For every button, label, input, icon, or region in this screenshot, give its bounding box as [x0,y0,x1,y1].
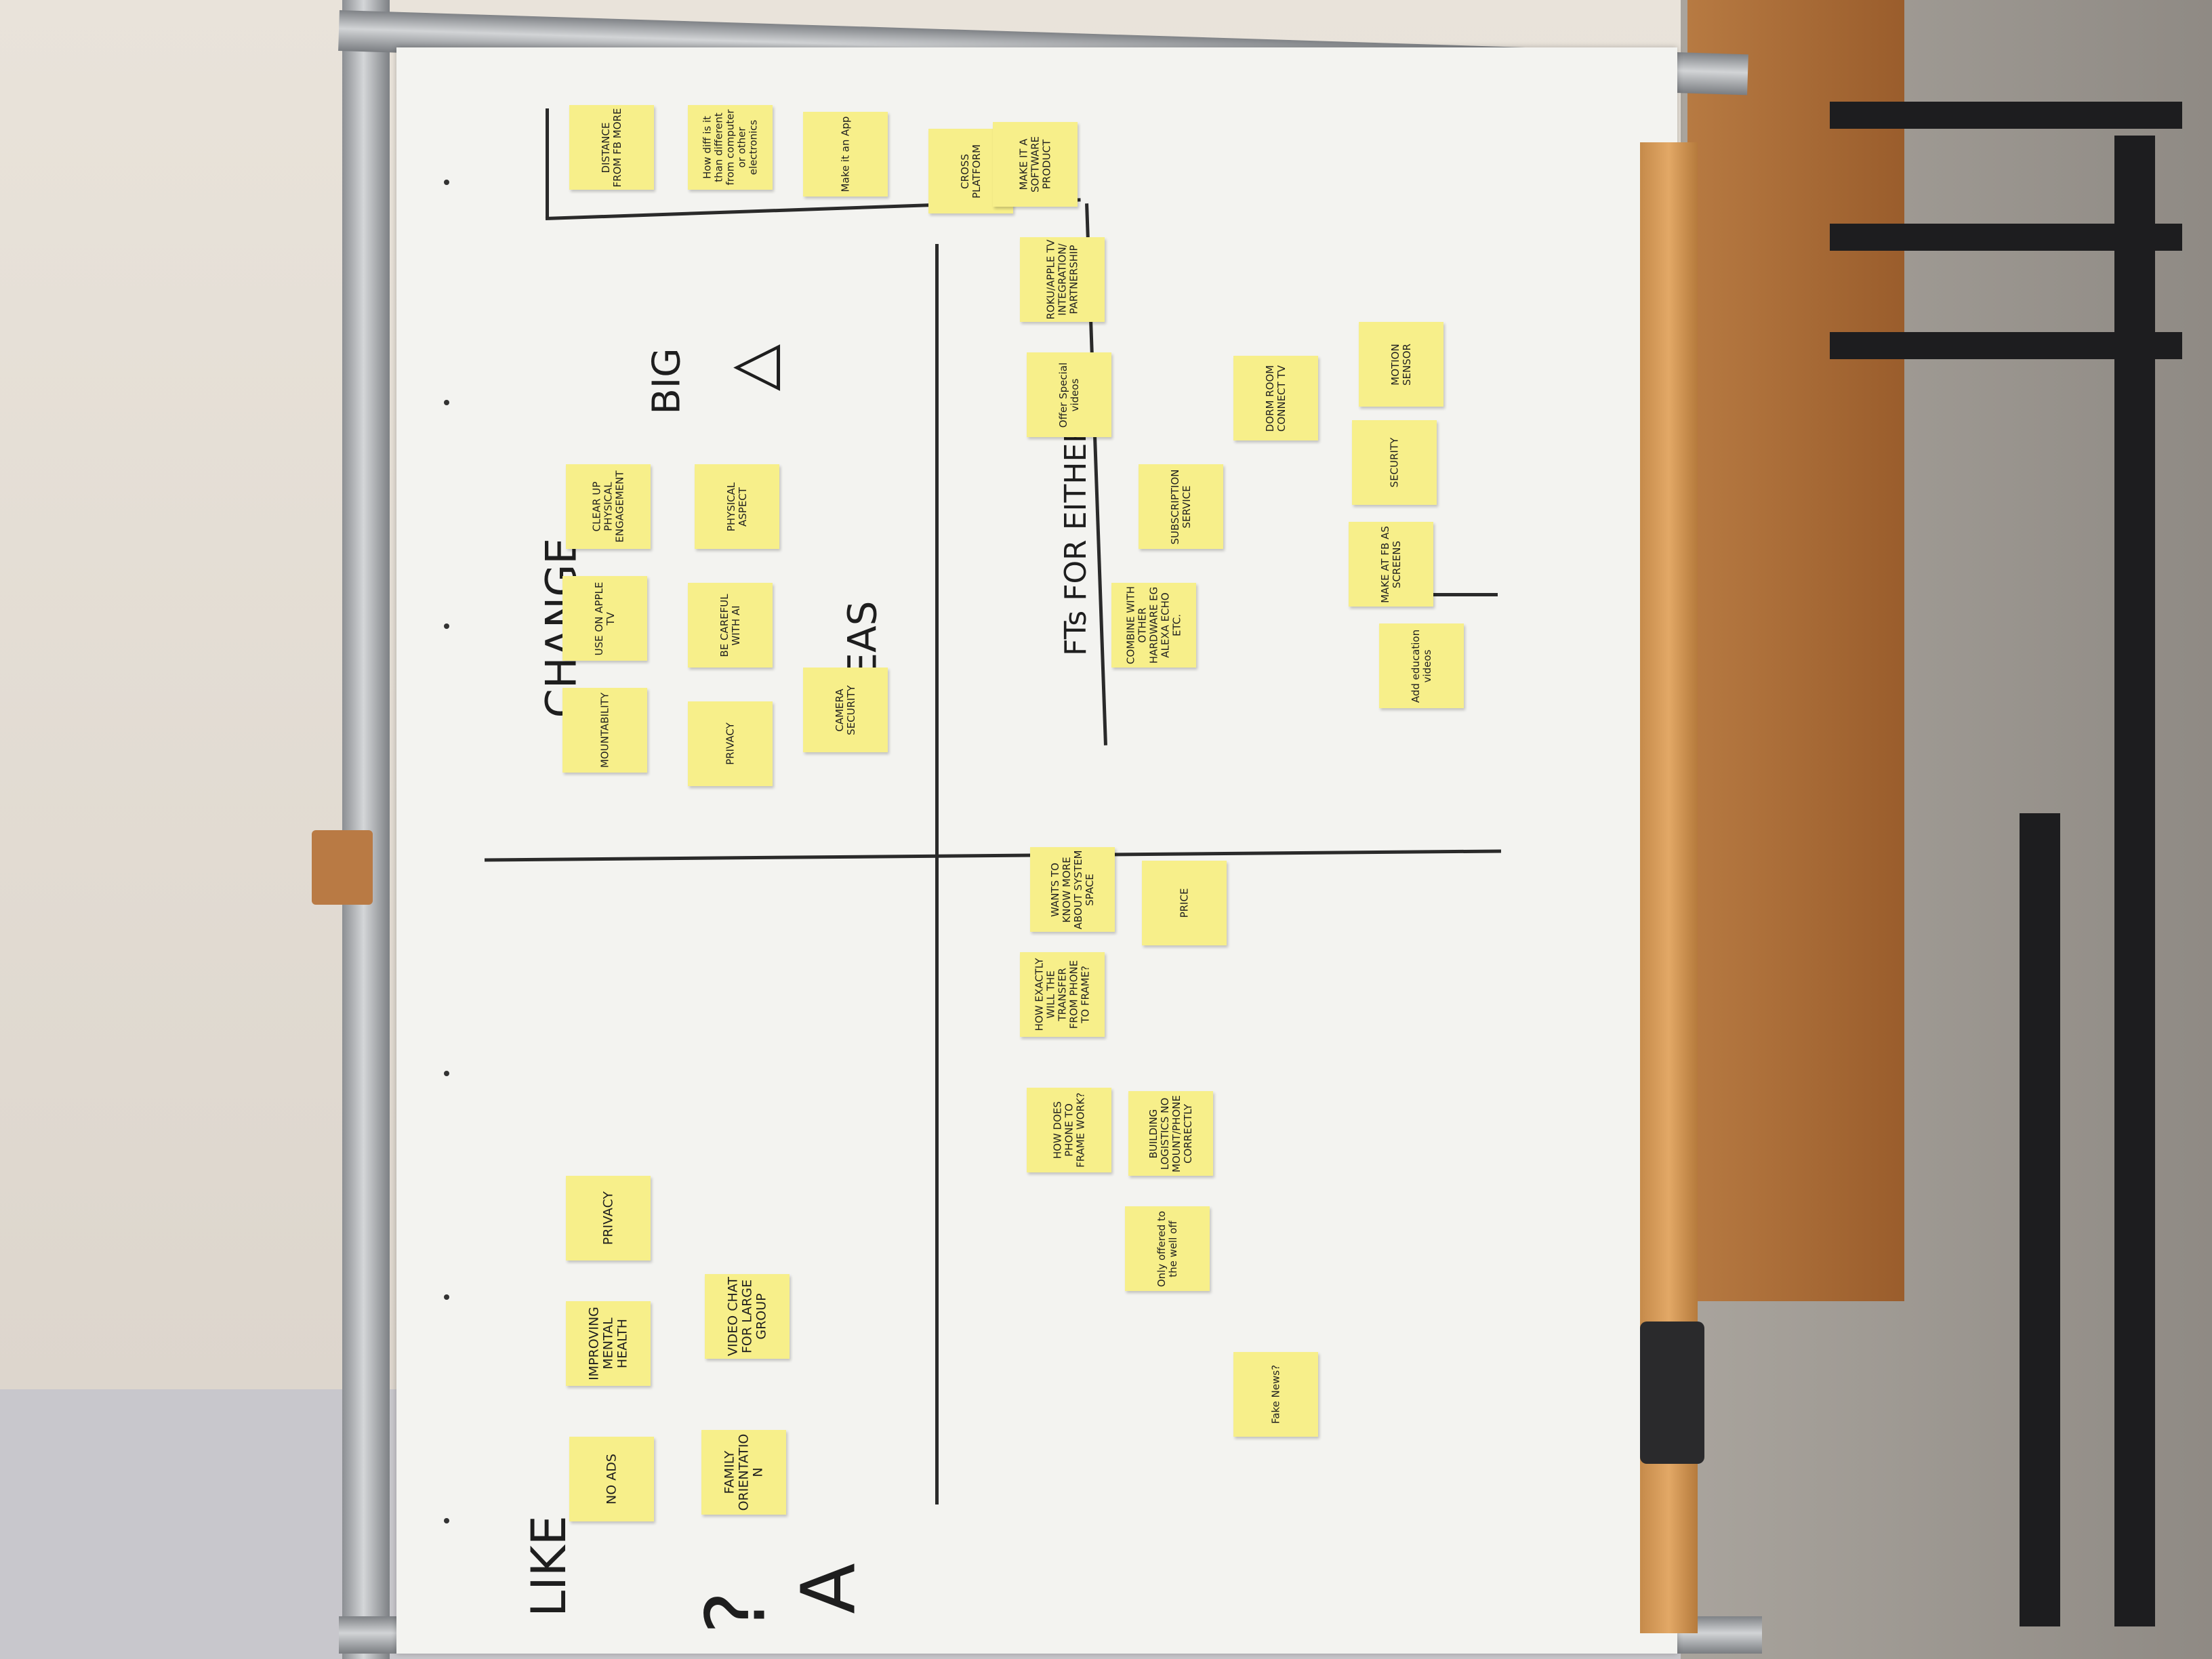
sticky-note: MOUNTABILITY [562,688,647,773]
sticky-note: MAKE IT A SOFTWARE PRODUCT [993,122,1078,207]
sticky-note: Only offered to the well off [1125,1206,1210,1291]
label-like: LIKE [520,1515,577,1617]
sticky-note: HOW DOES PHONE TO FRAME WORK? [1027,1088,1111,1172]
stand-leg [2114,136,2155,1626]
whiteboard: CHANGE BIG △ IDEAS LIKE FTs FOR EITHER ?… [396,47,1677,1654]
stand-leg-2 [2020,813,2060,1626]
label-fits-for-either: FTs FOR EITHER [1058,422,1093,656]
sticky-note: Make it an App [803,112,888,197]
sticky-note: CAMERA SECURITY [803,668,888,752]
sticky-note: PHYSICAL ASPECT [695,464,779,549]
sticky-note: NO ADS [569,1437,654,1521]
sticky-note: WANTS TO KNOW MORE ABOUT SYSTEM SPACE [1030,847,1115,932]
question-mark-doodle: ? [689,1591,784,1635]
stand-bar-1 [1830,102,2182,129]
sticky-note: DISTANCE FROM FB MORE [569,105,654,190]
sticky-note: CLEAR UP PHYSICAL ENGAGEMENT [566,464,651,549]
board-hole [444,1518,449,1523]
sticky-note: Add education videos [1379,623,1464,708]
label-big: BIG [644,348,689,415]
sticky-note: ROKU/APPLE TV INTEGRATION/ PARTNERSHIP [1020,237,1105,322]
vertical-axis-line [935,244,939,1504]
board-hole [444,180,449,185]
sticky-note: How diff is it than different from compu… [688,105,773,190]
sticky-note: MAKE AT FB AS SCREENS [1349,522,1433,607]
sticky-note: USE ON APPLE TV [562,576,647,661]
sticky-note: IMPROVING MENTAL HEALTH [566,1301,651,1386]
sticky-note: HOW EXACTLY WILL THE TRANSFER FROM PHONE… [1020,952,1105,1037]
sticky-note: BUILDING LOGISTICS NO MOUNT/PHONE CORREC… [1128,1091,1213,1176]
sticky-note: PRIVACY [566,1176,651,1261]
sticky-note: SECURITY [1352,420,1437,505]
delta-icon: △ [716,344,788,392]
sticky-note: PRICE [1142,861,1227,945]
sticky-note: FAMILY ORIENTATION [701,1430,786,1515]
wood-panel [1687,0,1904,1301]
sticky-note: Offer Special videos [1027,352,1111,437]
board-hole [444,623,449,629]
a-doodle: A [785,1563,872,1614]
sticky-note: MOTION SENSOR [1359,322,1443,407]
sticky-note: BE CAREFUL WITH AI [688,583,773,668]
board-hole [444,400,449,405]
sticky-note: PRIVACY [688,701,773,786]
frame-clamp [312,830,373,905]
board-hole [444,1071,449,1076]
frame-pipe-left [342,0,390,1659]
sticky-note: SUBSCRIPTION SERVICE [1139,464,1223,549]
big-box-left [546,108,549,217]
eraser[interactable] [1640,1322,1704,1464]
sticky-note: Fake News? [1233,1352,1318,1437]
sticky-note: COMBINE WITH OTHER HARDWARE EG ALEXA ECH… [1111,583,1196,668]
sticky-note: DORM ROOM CONNECT TV [1233,356,1318,441]
board-hole [444,1294,449,1300]
sticky-note: VIDEO CHAT FOR LARGE GROUP [705,1274,790,1359]
horizontal-axis-line [485,849,1501,862]
